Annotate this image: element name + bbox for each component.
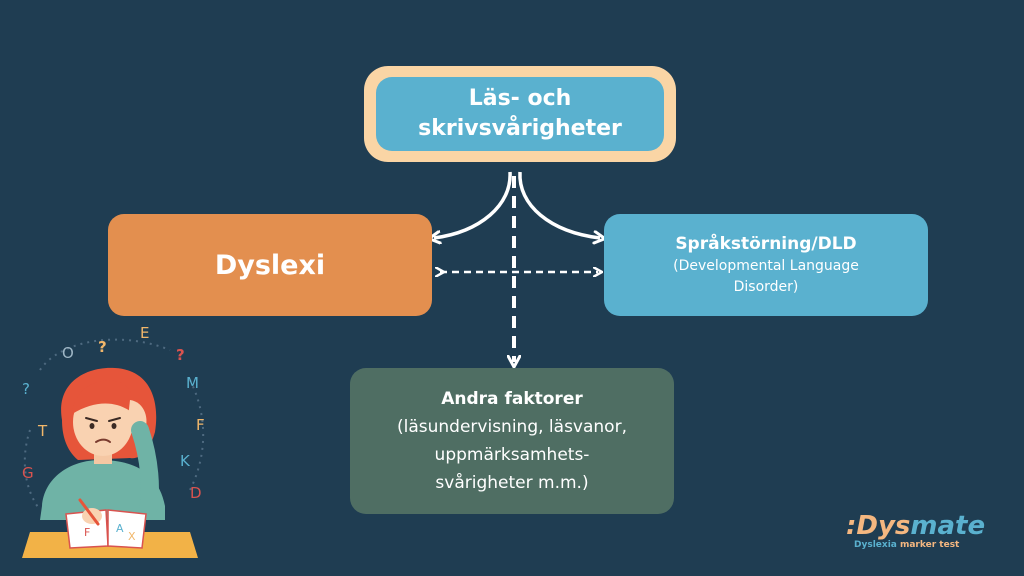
dld-subtitle-line-1: (Developmental Language [673,258,859,274]
floating-letter: ? [176,346,185,364]
dyslexi-label: Dyslexi [214,249,326,281]
andra-faktorer-node: Andra faktorer (läsundervisning, läsvano… [350,368,674,514]
floating-letter: M [186,374,199,392]
top-node-line-1: Läs- och [468,86,572,111]
andra-line-2: uppmärksamhets- [434,445,590,465]
andra-line-1: (läsundervisning, läsvanor, [397,417,627,437]
floating-letter: K [180,452,191,470]
floating-letter: G [22,464,34,482]
dld-subtitle-line-2: Disorder) [733,279,799,295]
arrow-to-dyslexi [434,171,512,238]
logo-suffix: mate [910,511,986,541]
dysmate-logo: :Dysmate Dyslexia marker test [846,512,996,550]
floating-letter: ? [98,338,107,356]
andra-title: Andra faktorer [441,389,583,409]
floating-letter: D [190,484,202,502]
andra-line-3: svårigheter m.m.) [435,473,589,493]
top-node-line-2: skrivsvårigheter [418,116,622,141]
logo-tagline-a: Dyslexia [854,540,900,550]
logo-prefix: :Dys [846,511,911,541]
girl-reading-illustration: O ? E ? ? M T F G K D F A [22,324,205,558]
dld-title: Språkstörning/DLD [675,234,857,254]
top-node: Läs- och skrivsvårigheter [376,77,664,151]
dld-node: Språkstörning/DLD (Developmental Languag… [604,214,928,316]
book-letter: X [128,530,136,543]
floating-letter: F [196,416,205,434]
book-letter: F [84,526,90,539]
arrow-to-dld [518,171,600,238]
floating-letter: O [62,344,74,362]
floating-letter: ? [22,380,30,398]
floating-letter: E [140,324,149,342]
floating-letter: T [37,422,48,440]
book-letter: A [116,522,124,535]
dyslexi-node: Dyslexi [108,214,432,316]
logo-tagline-b: marker test [899,540,960,550]
